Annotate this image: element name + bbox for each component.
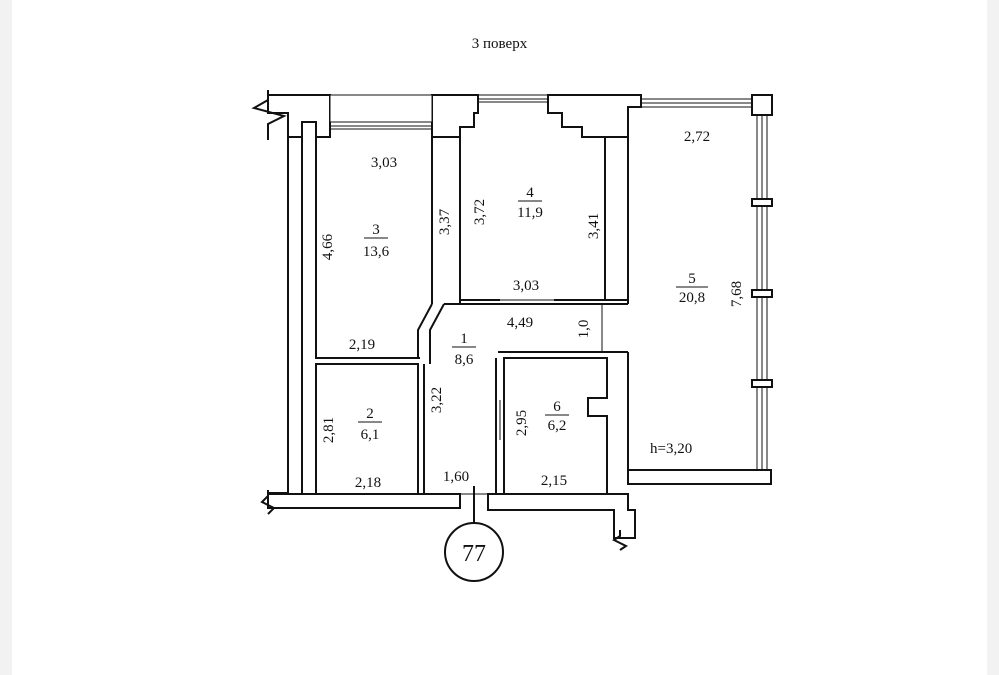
dim-room6-bottom: 2,15 (541, 473, 567, 489)
apartment-number: 77 (462, 541, 486, 567)
window-room5-right (751, 115, 773, 470)
room2-area: 6,1 (361, 427, 380, 443)
window-room3 (329, 94, 433, 130)
dim-room3-right: 3,37 (437, 208, 453, 235)
corner-column (751, 94, 773, 116)
window-room4 (478, 94, 548, 103)
room5-bottom-wall (627, 469, 772, 485)
room6-outline (503, 357, 608, 494)
dim-room3-left: 4,66 (320, 233, 336, 260)
room4-number: 4 (526, 185, 534, 201)
room5-number: 5 (688, 271, 696, 287)
hall-chamfer (417, 303, 433, 358)
room5-area: 20,8 (679, 290, 705, 306)
top-wall-right (547, 94, 642, 138)
dim-room1-left: 3,22 (429, 387, 445, 413)
room1-number: 1 (460, 331, 468, 347)
ceiling-height: h=3,20 (650, 441, 692, 457)
dim-hall-width: 4,49 (507, 315, 533, 331)
room4-area: 11,9 (517, 205, 543, 221)
room1-label: 1 8,6 (452, 331, 476, 368)
wall-break-right (612, 530, 628, 551)
left-wall (267, 136, 303, 505)
dim-room2-bottom: 2,18 (355, 475, 381, 491)
hall-chamfer-inner (429, 303, 445, 364)
wall-break-top (251, 90, 287, 140)
dim-room5-top: 2,72 (684, 129, 710, 145)
bottom-wall-left (267, 493, 461, 509)
dim-room2-left: 2,81 (321, 417, 337, 443)
top-wall-middle (431, 94, 479, 138)
apartment-number-marker: 77 (444, 522, 504, 582)
dim-hall-passage: 1,0 (576, 320, 592, 339)
dim-room4-left: 3,72 (472, 199, 488, 225)
room6-number: 6 (553, 399, 561, 415)
room1-area: 8,6 (455, 352, 474, 368)
top-wall-left (267, 94, 331, 138)
dim-room4-bottom: 3,03 (513, 278, 539, 294)
room3-number: 3 (372, 222, 380, 238)
room2-label: 2 6,1 (358, 406, 382, 443)
room4-label: 4 11,9 (517, 185, 543, 221)
dim-room4-right: 3,41 (586, 213, 602, 239)
bottom-wall-right (487, 493, 636, 539)
dim-room5-right: 7,68 (729, 281, 745, 307)
dim-room3-bottom: 2,19 (349, 337, 375, 353)
dim-room3-top: 3,03 (371, 155, 397, 171)
dim-room1-bottom: 1,60 (443, 469, 469, 485)
floor-label: 3 поверх (471, 36, 528, 52)
room5-label: 5 20,8 (676, 271, 708, 306)
room6-area: 6,2 (548, 418, 567, 434)
room3-area: 13,6 (363, 244, 390, 260)
room3-label: 3 13,6 (363, 222, 390, 260)
window-room5-top (641, 98, 752, 108)
room2-number: 2 (366, 406, 374, 422)
dim-room6-left: 2,95 (514, 410, 530, 436)
wall-break-bottom (260, 490, 276, 515)
room6-label: 6 6,2 (545, 399, 569, 434)
room3-outline (315, 137, 420, 359)
